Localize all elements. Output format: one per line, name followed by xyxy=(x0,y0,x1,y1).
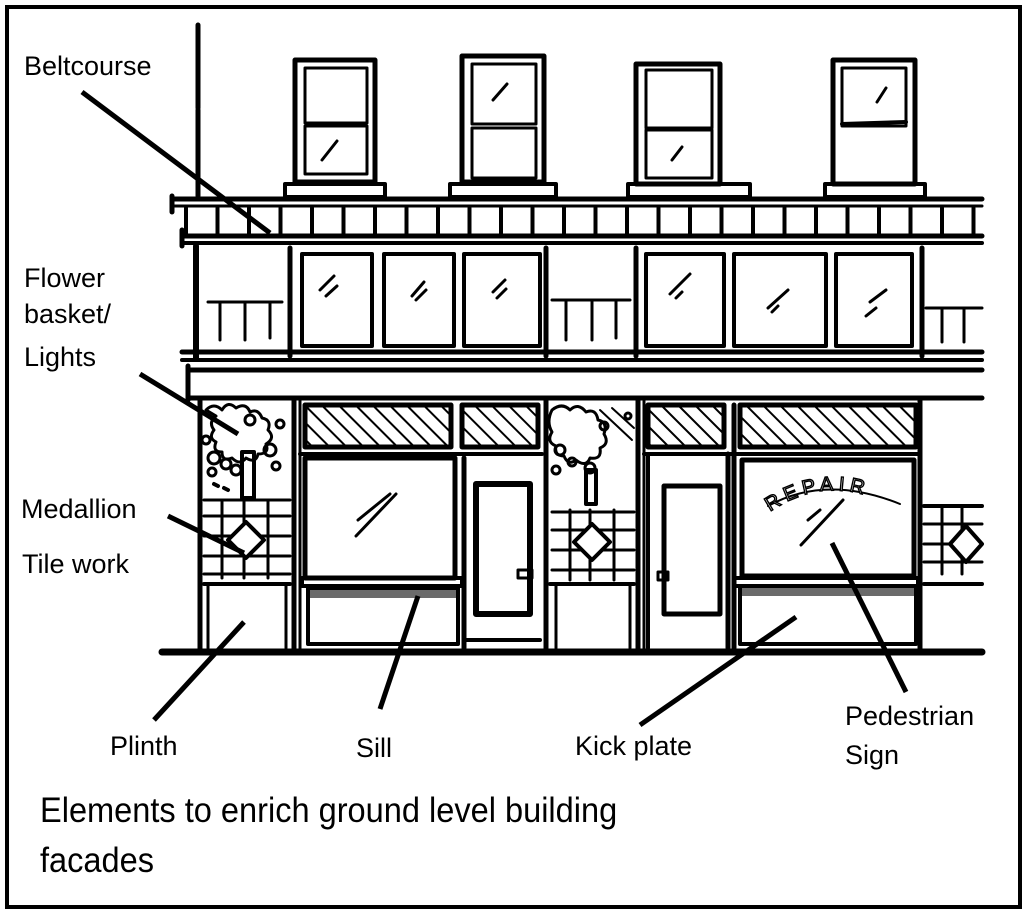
plinth-left xyxy=(202,582,292,650)
upper-window-2 xyxy=(448,53,558,199)
leader-medallion xyxy=(166,513,246,556)
label-medallion: Medallion xyxy=(21,494,137,524)
leader-kick-plate xyxy=(638,614,798,728)
repair-sign-text-path: REPAIR xyxy=(760,472,867,516)
label-tile-work: Tile work xyxy=(22,549,130,579)
upper-window-4 xyxy=(823,57,927,199)
second-floor-band xyxy=(179,243,985,362)
flower-basket-left xyxy=(200,403,286,500)
kick-plate-right xyxy=(738,584,918,646)
label-flower-basket-line1: Flower xyxy=(24,263,106,293)
medallion-left xyxy=(226,520,266,560)
label-plinth: Plinth xyxy=(110,731,178,761)
caption-line-2: facades xyxy=(40,841,155,880)
label-flower-basket-line2: basket/ xyxy=(24,299,112,329)
label-pedestrian-sign-line1: Pedestrian xyxy=(845,701,975,731)
label-beltcourse: Beltcourse xyxy=(24,51,152,81)
ground-floor xyxy=(197,397,923,655)
tile-work-center xyxy=(550,508,636,582)
door-right xyxy=(646,451,731,651)
storefront-fascia xyxy=(185,363,985,403)
leader-sill xyxy=(377,595,421,710)
medallion-right xyxy=(948,524,984,564)
shop-window-left xyxy=(300,455,464,588)
leader-flower-basket xyxy=(138,371,240,437)
repair-sign-text: REPAIR xyxy=(761,473,871,516)
medallion-center xyxy=(572,522,612,562)
label-flower-basket-line3: Lights xyxy=(24,342,97,372)
diagram-caption: Elements to enrich ground level building… xyxy=(40,786,617,886)
door-left xyxy=(461,455,542,651)
leader-lines xyxy=(80,90,909,728)
upper-window-3 xyxy=(626,61,752,199)
label-kick-plate: Kick plate xyxy=(575,731,693,761)
flower-basket-center xyxy=(547,404,635,506)
label-sill: Sill xyxy=(356,733,393,763)
upper-window-1 xyxy=(283,57,387,199)
caption-line-1: Elements to enrich ground level building xyxy=(40,791,618,830)
label-pedestrian-sign-line2: Sign xyxy=(845,740,900,770)
leader-beltcourse xyxy=(80,90,272,235)
diagram-border xyxy=(5,5,1022,909)
beltcourse-cornice xyxy=(169,193,985,249)
plinth-center xyxy=(548,582,636,650)
leader-plinth xyxy=(152,620,246,722)
leader-pedestrian-sign xyxy=(829,541,909,694)
sill-left xyxy=(306,586,460,646)
tile-work-right xyxy=(922,504,984,586)
